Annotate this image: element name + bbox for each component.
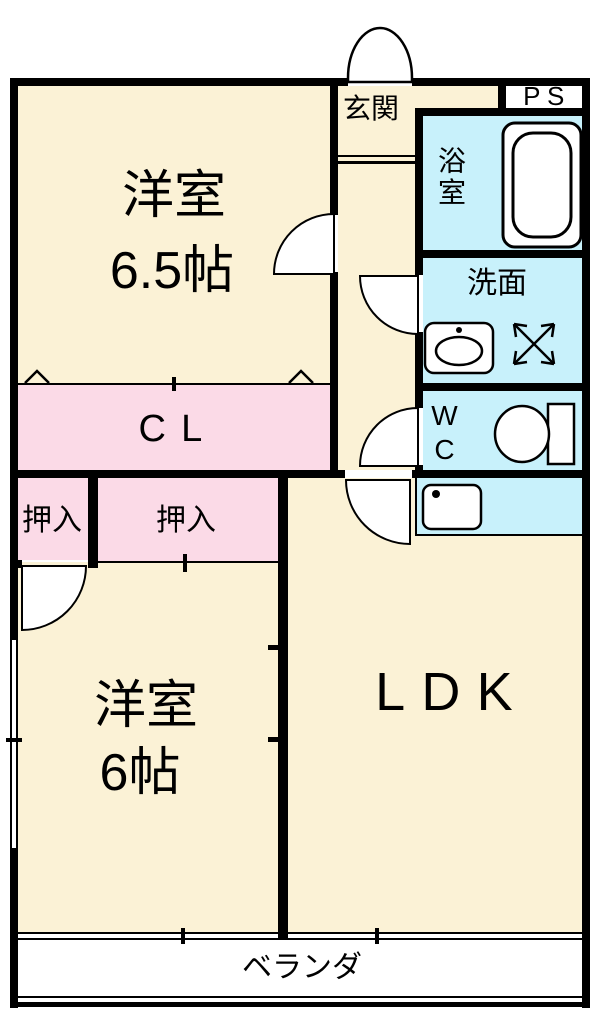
- wall-oshiire-middle: [88, 478, 98, 568]
- wall-oshiire-left-stub: [10, 560, 22, 568]
- bathtub-icon: [501, 121, 583, 249]
- washbasin-icon: [423, 321, 495, 375]
- wall-hall-left-lower: [330, 272, 338, 470]
- wall-right: [582, 78, 590, 1008]
- wall-room6-ldk-tick-upper: [268, 645, 278, 650]
- oshiire-left-label: 押入: [22, 504, 82, 537]
- ldk-floor: [288, 478, 582, 932]
- wall-mid-horizontal-left: [10, 470, 345, 478]
- oshiire-right-label: 押入: [156, 504, 216, 537]
- wall-left-lower: [10, 848, 18, 1008]
- room-western-6-5-size: 6.5帖: [109, 242, 235, 300]
- balcony-rail-line2: [10, 1002, 590, 1007]
- window-left-tick: [6, 738, 22, 742]
- oshiire-left-floor: [18, 478, 88, 560]
- toilet-icon: [493, 402, 576, 466]
- oshiire-door-arc-icon: [21, 565, 88, 632]
- sliding-door-mark-left-icon: [24, 369, 50, 384]
- window-room6-line1: [18, 932, 278, 934]
- oshiire-right-sliding-tick: [183, 554, 187, 572]
- wall-bath-wash-divider: [415, 250, 590, 258]
- window-ldk-tick: [375, 928, 379, 944]
- wc-door-arc-icon: [358, 406, 419, 467]
- kitchen-counter-left-edge: [415, 478, 417, 536]
- entrance-step-line2: [338, 161, 415, 164]
- closet-cl-floor: [18, 385, 330, 470]
- wall-bath-left-c: [415, 465, 423, 478]
- wall-room6-ldk: [278, 470, 288, 940]
- wall-hall-left-upper: [330, 86, 338, 215]
- entrance-label: 玄関: [342, 93, 400, 124]
- balcony-label: ベランダ: [242, 951, 362, 984]
- room-western-6-name: 洋室: [93, 677, 199, 735]
- closet-sliding-tick: [172, 377, 176, 391]
- washer-space-icon: [512, 322, 556, 366]
- window-room6-line2: [18, 938, 278, 940]
- balcony-rail-line1: [10, 996, 590, 998]
- closet-cl-label: CL: [138, 408, 218, 450]
- kitchen-sink-icon: [421, 483, 483, 531]
- oshiire-right-sliding-line: [98, 561, 278, 563]
- window-ldk-line1: [288, 932, 582, 934]
- wall-mid-horizontal-right: [412, 470, 590, 478]
- room-western-6-floor: [18, 562, 278, 932]
- window-left-line2: [16, 640, 18, 848]
- entrance-door-icon: [346, 26, 414, 84]
- washroom-label: 洗面: [467, 267, 527, 300]
- bathroom-label: 浴室: [435, 146, 466, 209]
- wall-left-upper: [10, 78, 18, 640]
- wall-wash-wc-divider: [415, 383, 590, 391]
- wall-ps-left: [498, 78, 506, 116]
- wall-top-left: [10, 78, 348, 86]
- entrance-floor: [415, 86, 498, 108]
- entrance-step-line1: [338, 155, 415, 157]
- wc-label: WC: [429, 400, 460, 468]
- ldk-label: LDK: [375, 662, 529, 722]
- sliding-door-mark-right-icon: [288, 369, 314, 384]
- oshiire-right-floor: [98, 478, 278, 561]
- window-ldk-line2: [288, 938, 582, 940]
- wall-bath-left-a: [415, 116, 423, 275]
- kitchen-counter-bottom-edge: [415, 534, 582, 536]
- room-western-6-5-floor: [18, 86, 330, 384]
- washroom-door-arc-icon: [358, 275, 419, 336]
- pipe-space-label: PS: [523, 81, 571, 111]
- ldk-door-arc-icon: [344, 479, 411, 546]
- wall-room6-ldk-tick-lower: [268, 737, 278, 742]
- room-western-6-5-name: 洋室: [121, 167, 227, 225]
- window-left-line1: [10, 640, 12, 848]
- room-western-6-size: 6帖: [99, 744, 181, 802]
- wall-bath-left-b: [415, 332, 423, 408]
- window-room6-tick: [181, 928, 185, 944]
- bedroom1-door-arc-icon: [272, 212, 335, 275]
